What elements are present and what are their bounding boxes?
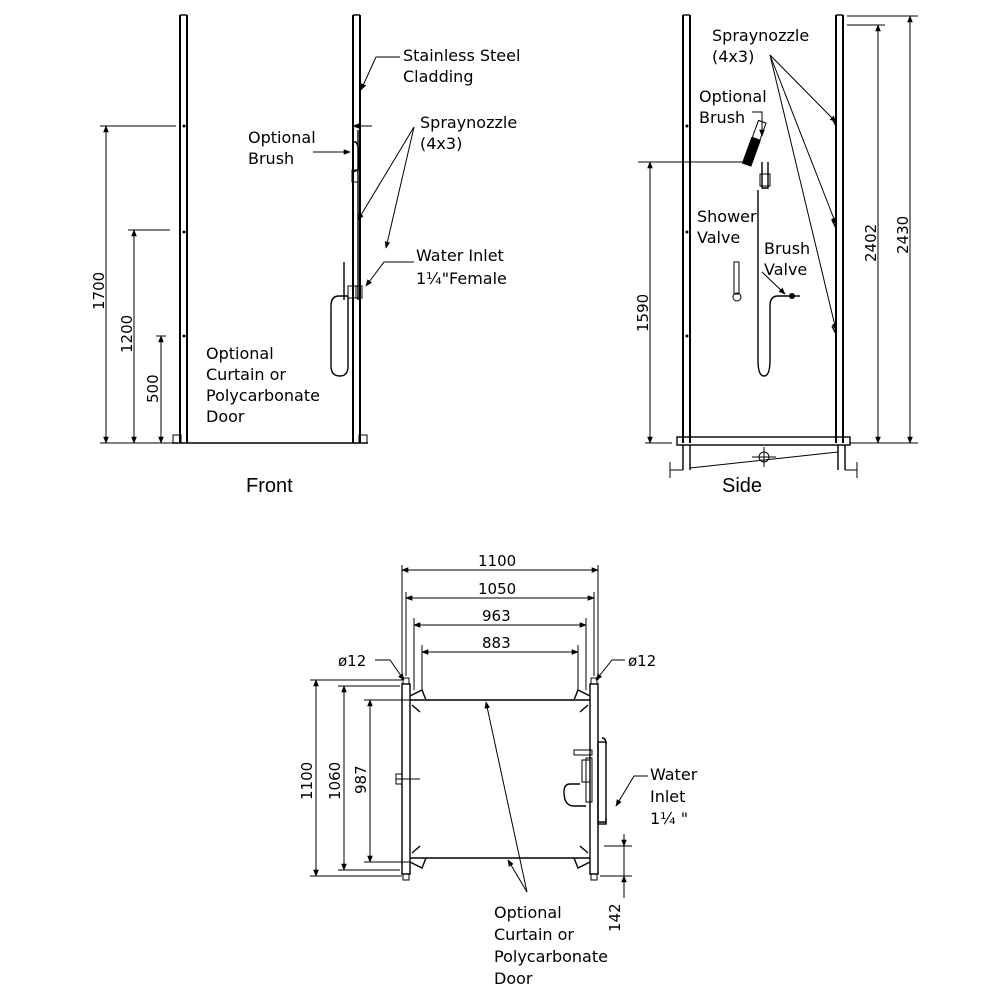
front-curtain-line1: Optional: [206, 344, 274, 363]
plan-offset-142: 142: [606, 903, 624, 932]
plan-depth-987: 987: [352, 765, 370, 794]
plan-view: 1100 1050 963 883 1100 1060 987 ø12 ø12 …: [298, 552, 698, 988]
dim-1590: 1590: [634, 294, 652, 332]
plan-curtain-line2: Curtain or: [494, 925, 574, 944]
plan-width-1050: 1050: [478, 580, 516, 598]
plan-inlet-line2: Inlet: [650, 787, 685, 806]
front-curtain-line4: Door: [206, 407, 245, 426]
side-spraynozzle-line1: Spraynozzle: [712, 26, 809, 45]
side-shower-valve-line1: Shower: [697, 207, 757, 226]
plan-curtain-line1: Optional: [494, 903, 562, 922]
plan-dia-right: ø12: [628, 652, 656, 670]
plan-width-1100: 1100: [478, 552, 516, 570]
front-brush-line1: Optional: [248, 128, 316, 147]
dim-1700: 1700: [90, 272, 108, 310]
plan-width-883: 883: [482, 634, 511, 652]
side-caption: Side: [722, 475, 762, 497]
front-inlet-line1: Water Inlet: [416, 246, 504, 265]
side-brush-line1: Optional: [699, 87, 767, 106]
plan-depth-1060: 1060: [326, 762, 344, 800]
front-spraynozzle-line2: (4x3): [420, 134, 462, 153]
front-curtain-line2: Curtain or: [206, 365, 286, 384]
plan-dia-left: ø12: [338, 652, 366, 670]
side-brush-line2: Brush: [699, 108, 745, 127]
front-caption: Front: [246, 475, 293, 497]
dim-1200: 1200: [118, 315, 136, 353]
plan-inlet-line3: 1¼ ": [650, 809, 688, 828]
side-brush-valve-line2: Valve: [764, 260, 807, 279]
side-spraynozzle-line2: (4x3): [712, 47, 754, 66]
dim-2402: 2402: [862, 224, 880, 262]
front-cladding-line1: Stainless Steel: [403, 46, 520, 65]
front-cladding-line2: Cladding: [403, 67, 473, 86]
plan-curtain-line3: Polycarbonate: [494, 947, 608, 966]
plan-inlet-line1: Water: [650, 765, 698, 784]
front-spraynozzle-line1: Spraynozzle: [420, 113, 517, 132]
side-brush-valve-line1: Brush: [764, 239, 810, 258]
plan-width-963: 963: [482, 607, 511, 625]
side-shower-valve-line2: Valve: [697, 228, 740, 247]
front-curtain-line3: Polycarbonate: [206, 386, 320, 405]
front-inlet-line2: 1¼"Female: [416, 269, 507, 288]
dim-2430: 2430: [894, 216, 912, 254]
front-view: 1700 1200 500 Stainless Steel Cladding S…: [90, 14, 520, 497]
plan-curtain-line4: Door: [494, 969, 533, 988]
plan-depth-1100: 1100: [298, 762, 316, 800]
dim-500: 500: [144, 374, 162, 403]
front-brush-line2: Brush: [248, 149, 294, 168]
side-view: 1590 2402 2430 Spraynozzle (4x3) Optiona…: [634, 14, 918, 497]
